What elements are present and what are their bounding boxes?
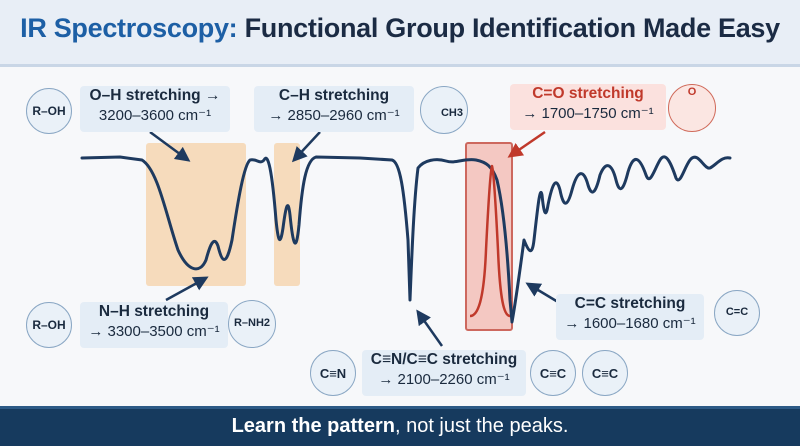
roh-bottom-text: R–OH	[32, 318, 66, 332]
co-arrow	[507, 130, 546, 158]
alkyne-text-2: C≡C	[591, 366, 619, 381]
alkene-badge: C=C	[714, 290, 760, 336]
oh-arrow	[149, 130, 191, 162]
oh-stretching-label: O–H stretching → 3200–3600 cm⁻¹	[80, 86, 230, 132]
co-title: C=O stretching	[532, 85, 644, 102]
carbonyl-badge: O	[668, 84, 716, 132]
nh-range: → 3300–3500 cm⁻¹	[88, 323, 220, 340]
footer-tagline: Learn the pattern, not just the peaks.	[0, 415, 800, 438]
title-prefix: IR Spectroscopy:	[20, 13, 238, 43]
ch3-badge: CH3	[420, 86, 468, 134]
rnh2-text: R–NH2	[233, 317, 271, 329]
co-stretching-label: C=O stretching → 1700–1750 cm⁻¹	[510, 84, 666, 130]
ch3-text: CH3	[440, 107, 463, 119]
page-title: IR Spectroscopy: Functional Group Identi…	[0, 13, 800, 44]
roh-bottom-badge: R–OH	[26, 302, 72, 348]
footer-rest-text: , not just the peaks.	[394, 415, 569, 437]
footer-bold-text: Learn the pattern	[231, 415, 395, 437]
nitrile-badge: C≡N	[310, 350, 356, 396]
rnh2-badge: R–NH2	[228, 300, 276, 348]
ch-region-highlight	[274, 143, 300, 286]
carbonyl-peak-line	[469, 164, 511, 318]
cn-title: C≡N/C≡C stretching	[370, 351, 518, 368]
alkyne-badge-2: C≡C	[582, 350, 628, 396]
ch-range: → 2850–2960 cm⁻¹	[268, 107, 400, 124]
cc-range: → 1600–1680 cm⁻¹	[564, 315, 696, 332]
cc-arrow	[525, 282, 559, 304]
alkyne-text-1: C≡C	[539, 366, 567, 381]
ch-stretching-label: C–H stretching → 2850–2960 cm⁻¹	[254, 86, 414, 132]
alkyne-badge-1: C≡C	[530, 350, 576, 396]
alkene-text: C=C	[725, 306, 749, 318]
oh-region-highlight	[146, 143, 246, 286]
oh-title: O–H stretching →	[89, 87, 221, 104]
cn-range: → 2100–2260 cm⁻¹	[378, 371, 510, 388]
oh-range: 3200–3600 cm⁻¹	[98, 107, 212, 124]
nitrile-text: C≡N	[319, 366, 347, 381]
spectrum-line	[80, 155, 732, 324]
ch-arrow	[291, 131, 321, 163]
title-rest: Functional Group Identification Made Eas…	[237, 13, 781, 43]
nh-title: N–H stretching	[98, 303, 210, 320]
roh-top-badge: R–OH	[26, 88, 72, 134]
footer-bar: Learn the pattern, not just the peaks.	[0, 406, 800, 446]
co-range: → 1700–1750 cm⁻¹	[522, 105, 654, 122]
cc-title: C=C stretching	[574, 295, 686, 312]
roh-top-text: R–OH	[32, 104, 66, 118]
nh-stretching-label: N–H stretching → 3300–3500 cm⁻¹	[80, 302, 228, 348]
header-bar: IR Spectroscopy: Functional Group Identi…	[0, 0, 800, 67]
cn-stretching-label: C≡N/C≡C stretching → 2100–2260 cm⁻¹	[362, 350, 526, 396]
cc-stretching-label: C=C stretching → 1600–1680 cm⁻¹	[556, 294, 704, 340]
cn-arrow	[416, 309, 444, 347]
carbonyl-oxygen-text: O	[687, 86, 697, 98]
ch-title: C–H stretching	[278, 87, 390, 104]
nh-arrow	[165, 276, 209, 302]
footer-stripe	[0, 406, 800, 409]
